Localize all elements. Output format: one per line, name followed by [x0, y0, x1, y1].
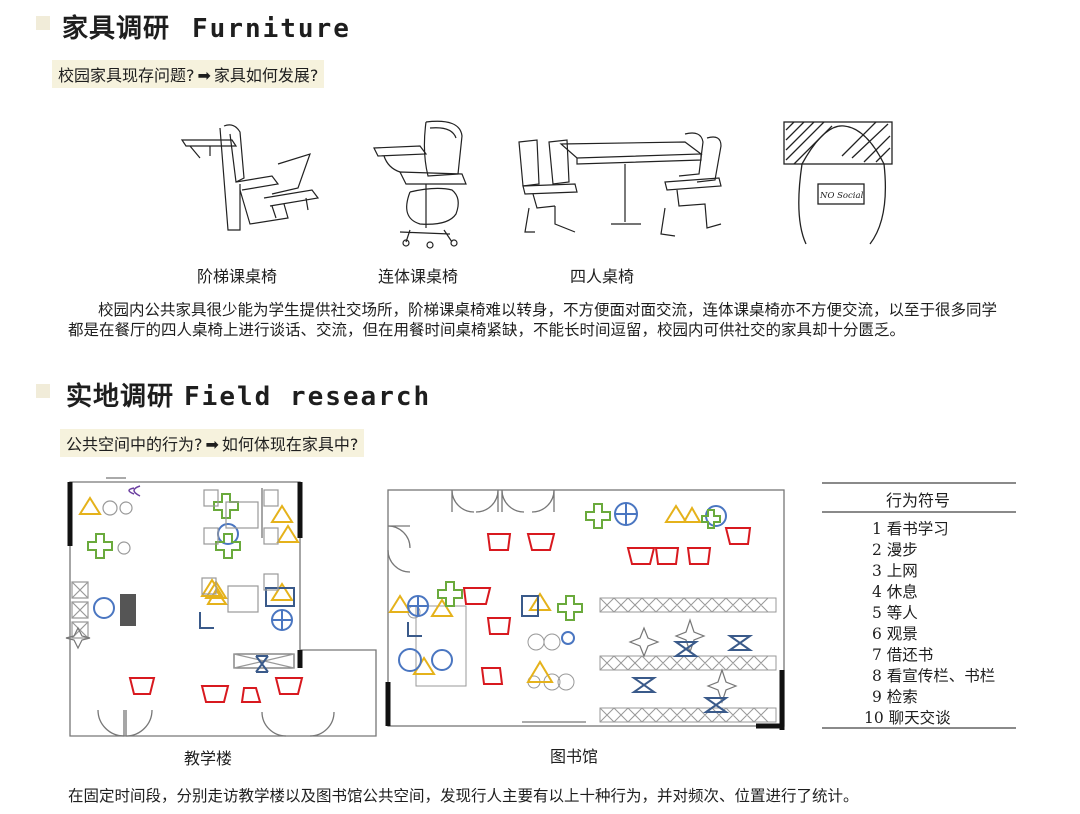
label-tiered-desk-chair: 阶梯课桌椅 [197, 267, 278, 286]
furniture-question: 校园家具现存问题?➡家具如何发展? [52, 60, 325, 88]
title-en: Furniture [192, 14, 351, 44]
label-library: 图书馆 [550, 747, 599, 766]
legend-item: 1 看书学习 [872, 520, 949, 538]
legend-item: 10 聊天交谈 [864, 709, 951, 727]
arrow-icon: ➡ [197, 66, 211, 85]
legend-item: 2 漫步 [872, 541, 918, 559]
footer-note: 在固定时间段，分别走访教学楼以及图书馆公共空间，发现行人主要有以上十种行为，并对… [68, 787, 859, 805]
legend-item: 9 检索 [872, 688, 918, 706]
legend-item: 4 休息 [872, 583, 918, 601]
library-plan [385, 489, 785, 730]
four-person-table-drawing [518, 132, 722, 237]
question-part1: 校园家具现存问题? [58, 66, 195, 85]
label-integrated-desk-chair: 连体课桌椅 [378, 267, 459, 286]
title-en: Field research [184, 382, 432, 412]
legend-item: 8 看宣传栏、书栏 [872, 667, 996, 685]
title-cn: 实地调研 [66, 382, 175, 412]
integrated-desk-chair-drawing [373, 120, 467, 249]
sign-text: NO Social [819, 191, 864, 201]
legend-rules [822, 482, 1016, 729]
legend-item: 5 等人 [872, 604, 918, 622]
question-part2: 家具如何发展? [213, 66, 319, 85]
field-question: 公共空间中的行为?➡如何体现在家具中? [60, 429, 365, 457]
section-title-furniture: 家具调研 Furniture [62, 8, 351, 45]
question-part1: 公共空间中的行为? [66, 435, 203, 454]
question-part2: 如何体现在家具中? [221, 435, 359, 454]
section-marker [36, 16, 50, 30]
legend-item: 6 观景 [872, 625, 918, 643]
title-cn: 家具调研 [62, 14, 171, 44]
furniture-paragraph: 校园内公共家具很少能为学生提供社交场所，阶梯课桌椅难以转身，不方便面对面交流，连… [68, 301, 998, 339]
legend-item: 7 借还书 [872, 646, 934, 664]
section-marker [36, 384, 50, 398]
legend-title: 行为符号 [886, 491, 951, 510]
teaching-building-plan [65, 477, 377, 737]
tiered-desk-chair-drawing [180, 124, 320, 231]
label-four-person-table: 四人桌椅 [570, 267, 635, 286]
legend-item: 3 上网 [872, 562, 918, 580]
label-teaching-building: 教学楼 [184, 749, 233, 768]
section-title-field-research: 实地调研 Field research [66, 376, 431, 413]
arrow-icon: ➡ [205, 435, 219, 454]
no-social-sketch: NO Social [783, 121, 893, 245]
